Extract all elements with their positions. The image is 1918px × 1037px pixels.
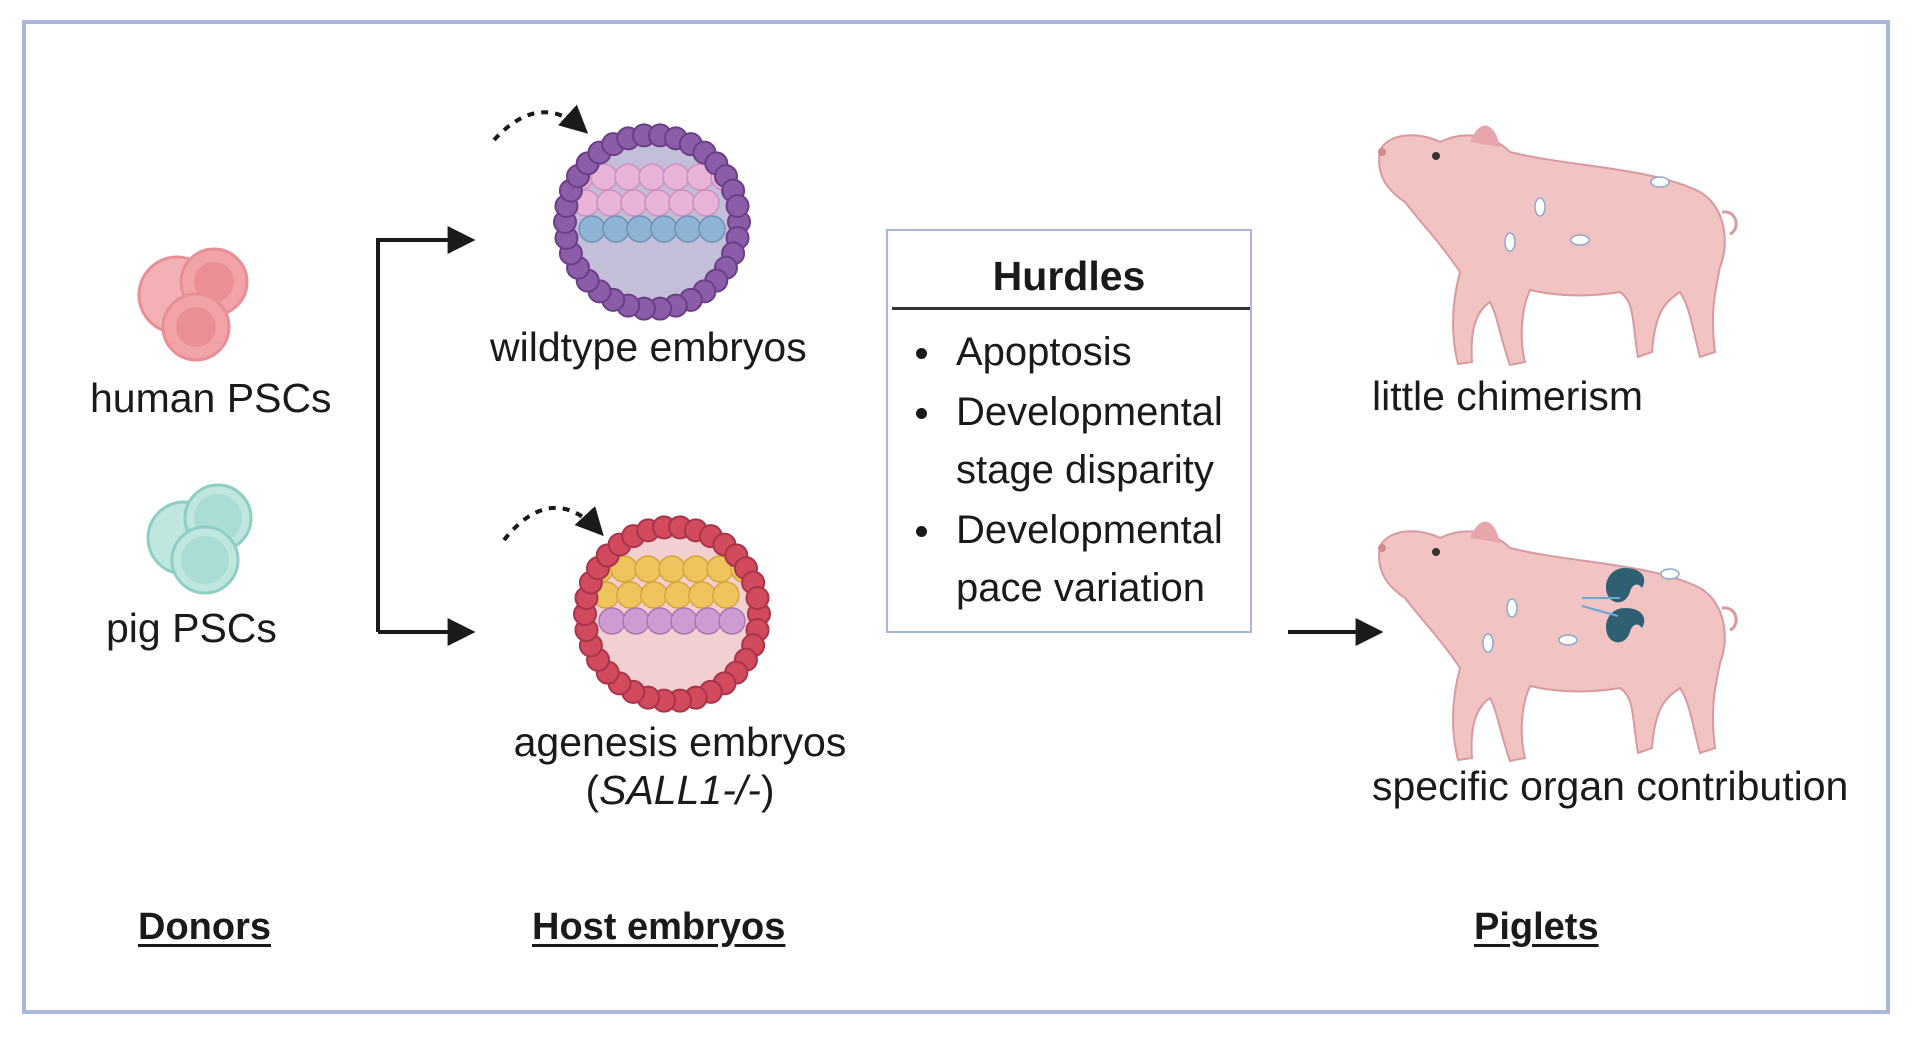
kidney-icon <box>1605 608 1645 643</box>
hurdles-title: Hurdles <box>992 253 1146 299</box>
human-psc-label: human PSCs <box>90 375 332 421</box>
organ-contribution-label: specific organ contribution <box>1372 763 1849 809</box>
little-chimerism-label: little chimerism <box>1372 373 1644 419</box>
donor-to-host-arrows <box>376 226 476 646</box>
bullet-icon <box>916 408 927 419</box>
wildtype-embryo-label: wildtype embryos <box>490 324 807 370</box>
pig-psc-cells-icon <box>146 483 253 595</box>
figure-frame <box>22 20 1890 1014</box>
pig-psc-label: pig PSCs <box>106 605 277 651</box>
hurdles-divider <box>892 307 1250 310</box>
donors-section-header: Donors <box>138 906 271 948</box>
hurdle-item: Apoptosis <box>888 323 1250 381</box>
pig-little-chimerism-icon <box>1378 125 1738 367</box>
agenesis-gene-label: (SALL1-/-) <box>585 767 775 813</box>
human-psc-cells-icon <box>137 247 249 362</box>
host-embryos-section-header: Host embryos <box>532 906 786 948</box>
pig-organ-contribution-icon <box>1378 521 1738 763</box>
bullet-icon <box>916 348 927 359</box>
agenesis-embryo-icon <box>573 515 771 713</box>
injection-arrow-wildtype <box>492 104 589 142</box>
injection-arrow-agenesis <box>502 506 604 542</box>
wildtype-embryo-icon <box>553 123 751 321</box>
agenesis-embryo-label: agenesis embryos <box>513 719 847 765</box>
kidney-icon <box>1605 568 1645 603</box>
bullet-icon <box>916 526 927 537</box>
piglets-section-header: Piglets <box>1474 906 1599 948</box>
